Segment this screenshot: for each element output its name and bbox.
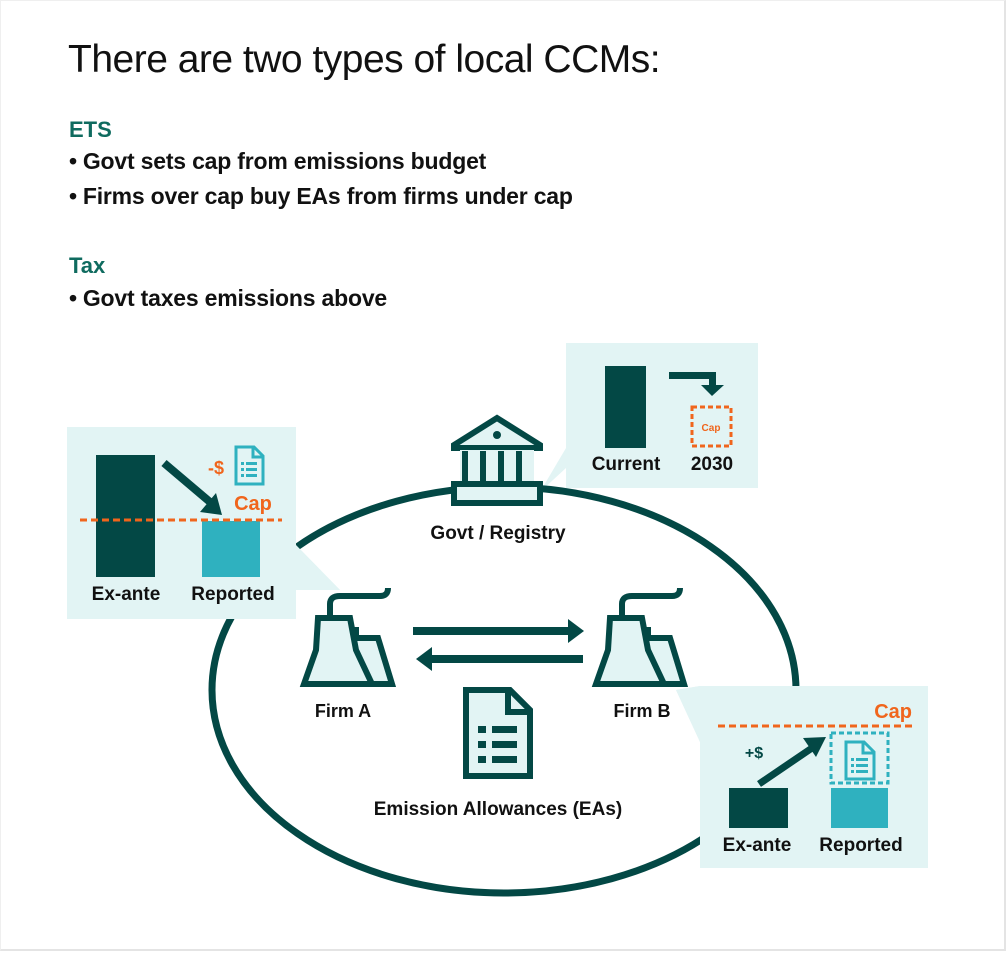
callout-top <box>540 343 758 492</box>
bullet-item: •Govt sets cap from emissions budget <box>69 148 486 175</box>
factory-icon-firm-a <box>299 587 397 687</box>
current-label: Current <box>592 454 661 475</box>
govt-registry-label: Govt / Registry <box>430 523 566 544</box>
bar-current <box>605 366 646 448</box>
bar-reported-right <box>831 788 888 828</box>
bullet-item: •Firms over cap buy EAs from firms under… <box>69 183 573 210</box>
bullet-dot: • <box>69 148 77 174</box>
money-minus-label: -$ <box>208 458 224 478</box>
reported-label-left: Reported <box>191 584 274 605</box>
callout-top-bg <box>540 343 758 492</box>
bar-reported <box>202 521 260 577</box>
allowance-box-dashed <box>829 731 890 785</box>
page-title: There are two types of local CCMs: <box>68 38 661 81</box>
emission-allowances-label: Emission Allowances (EAs) <box>374 799 622 820</box>
arrow-up-right-icon <box>757 737 826 787</box>
bullet-dot: • <box>69 183 77 209</box>
arrow-down-right-icon <box>161 459 222 515</box>
ex-ante-label-left: Ex-ante <box>92 584 161 605</box>
money-plus-label: +$ <box>745 745 763 762</box>
cap-label-left: Cap <box>234 493 272 515</box>
reported-label-right: Reported <box>819 835 902 856</box>
bar-ex-ante-right <box>729 788 788 828</box>
section-heading-tax: Tax <box>69 253 106 278</box>
bullet-dot: • <box>69 285 77 311</box>
arrow-bend-down-icon <box>669 372 724 396</box>
bullet-item: •Govt taxes emissions above <box>69 285 387 312</box>
cap-label-right: Cap <box>874 701 912 723</box>
cap-box-2030 <box>690 405 733 448</box>
firm-a-label: Firm A <box>315 701 371 721</box>
bar-ex-ante <box>96 455 155 577</box>
year-2030-label: 2030 <box>691 454 733 475</box>
section-heading-ets: ETS <box>69 117 112 142</box>
document-icon <box>463 687 533 779</box>
bullet-text: Govt taxes emissions above <box>82 285 388 311</box>
ex-ante-label-right: Ex-ante <box>723 835 792 856</box>
document-icon-small <box>234 445 265 486</box>
bullet-text: Firms over cap buy EAs from firms under … <box>82 183 573 209</box>
document-icon-small-right <box>844 740 876 781</box>
arrow-right-icon <box>413 619 584 643</box>
factory-icon-firm-b <box>591 587 689 687</box>
arrow-left-icon <box>416 647 583 671</box>
cap-label-top: Cap <box>702 423 721 434</box>
bullet-text: Govt sets cap from emissions budget <box>82 148 487 174</box>
bank-building-icon <box>451 414 543 506</box>
firm-b-label: Firm B <box>613 701 670 721</box>
